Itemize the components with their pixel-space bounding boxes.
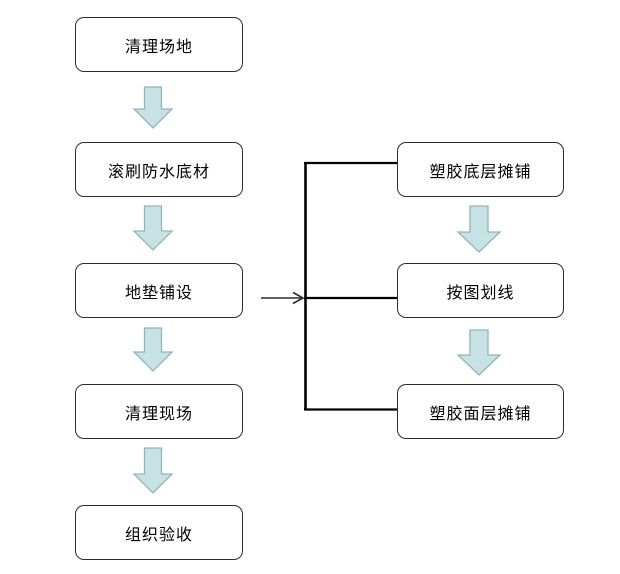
- node-line-marking: 按图划线: [397, 263, 564, 318]
- down-block-arrow-5: [456, 205, 502, 253]
- node-rubber-surface-paving: 塑胶面层摊铺: [397, 384, 564, 439]
- node-mat-laying: 地垫铺设: [75, 263, 243, 318]
- down-block-arrow-1: [132, 86, 174, 129]
- node-rubber-base-paving: 塑胶底层摊铺: [397, 142, 564, 197]
- node-clean-scene-label: 清理现场: [124, 403, 193, 423]
- node-acceptance-label: 组织验收: [124, 524, 193, 544]
- node-acceptance: 组织验收: [75, 505, 243, 560]
- down-block-arrow-2: [132, 205, 174, 251]
- node-clean-scene: 清理现场: [75, 384, 243, 439]
- node-clear-site: 清理场地: [75, 17, 243, 72]
- node-rubber-surface-paving-label: 塑胶面层摊铺: [429, 403, 532, 423]
- node-waterproof-base: 滚刷防水底材: [75, 142, 243, 197]
- node-waterproof-base-label: 滚刷防水底材: [107, 161, 210, 181]
- down-block-arrow-3: [132, 327, 174, 372]
- node-mat-laying-label: 地垫铺设: [124, 282, 193, 302]
- down-block-arrow-6: [456, 329, 502, 376]
- node-rubber-base-paving-label: 塑胶底层摊铺: [429, 161, 532, 181]
- flow-arrow-head: [292, 291, 305, 305]
- node-line-marking-label: 按图划线: [446, 282, 515, 302]
- node-clear-site-label: 清理场地: [124, 36, 193, 56]
- down-block-arrow-4: [132, 447, 174, 494]
